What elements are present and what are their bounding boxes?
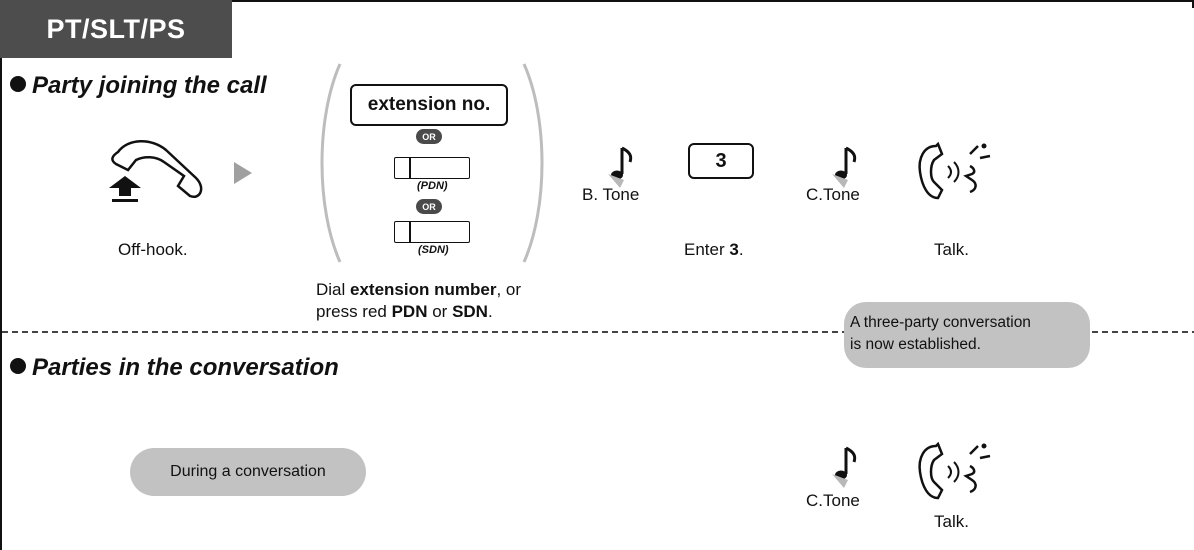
extension-no-box: extension no. [350,84,508,126]
confirmation-tone-icon [832,446,857,488]
talk-caption-2: Talk. [934,512,969,531]
confirmation-tone-icon [832,146,857,188]
or-badge: OR [416,199,442,214]
ctone-label: C.Tone [806,185,860,204]
dial-instruction-line1: Dial extension number, or [316,280,521,299]
or-badge: OR [416,129,442,144]
offhook-caption: Off-hook. [118,240,188,259]
note-line2: is now established. [850,336,981,353]
talk-handset-icon [918,441,991,500]
pdn-button-icon [394,157,470,179]
option-brackets [320,63,544,263]
pdn-label: (PDN) [417,180,448,192]
talk-handset-icon [918,141,991,200]
section-title-parties: Parties in the conversation [10,354,339,382]
ctone-label-2: C.Tone [806,491,860,510]
bullet-icon [10,358,26,374]
enter-3-caption: Enter 3. [684,240,744,259]
step-arrow-icon [234,162,252,184]
during-conversation-pill: During a conversation [130,448,366,496]
sdn-label: (SDN) [418,244,449,256]
busy-tone-icon [608,146,633,188]
section-title-joining: Party joining the call [10,72,267,100]
established-note: A three-party conversation is now establ… [844,302,1090,368]
handset-off-hook-icon [109,140,203,202]
note-line1: A three-party conversation [850,314,1031,331]
btone-label: B. Tone [582,185,640,204]
sdn-button-icon [394,221,470,243]
key-3-box: 3 [688,143,754,179]
section-title-text: Parties in the conversation [32,354,339,381]
talk-caption: Talk. [934,240,969,259]
dial-instruction-line2: press red PDN or SDN. [316,302,493,321]
bullet-icon [10,76,26,92]
header-tab: PT/SLT/PS [0,0,232,58]
section-title-text: Party joining the call [32,72,267,99]
